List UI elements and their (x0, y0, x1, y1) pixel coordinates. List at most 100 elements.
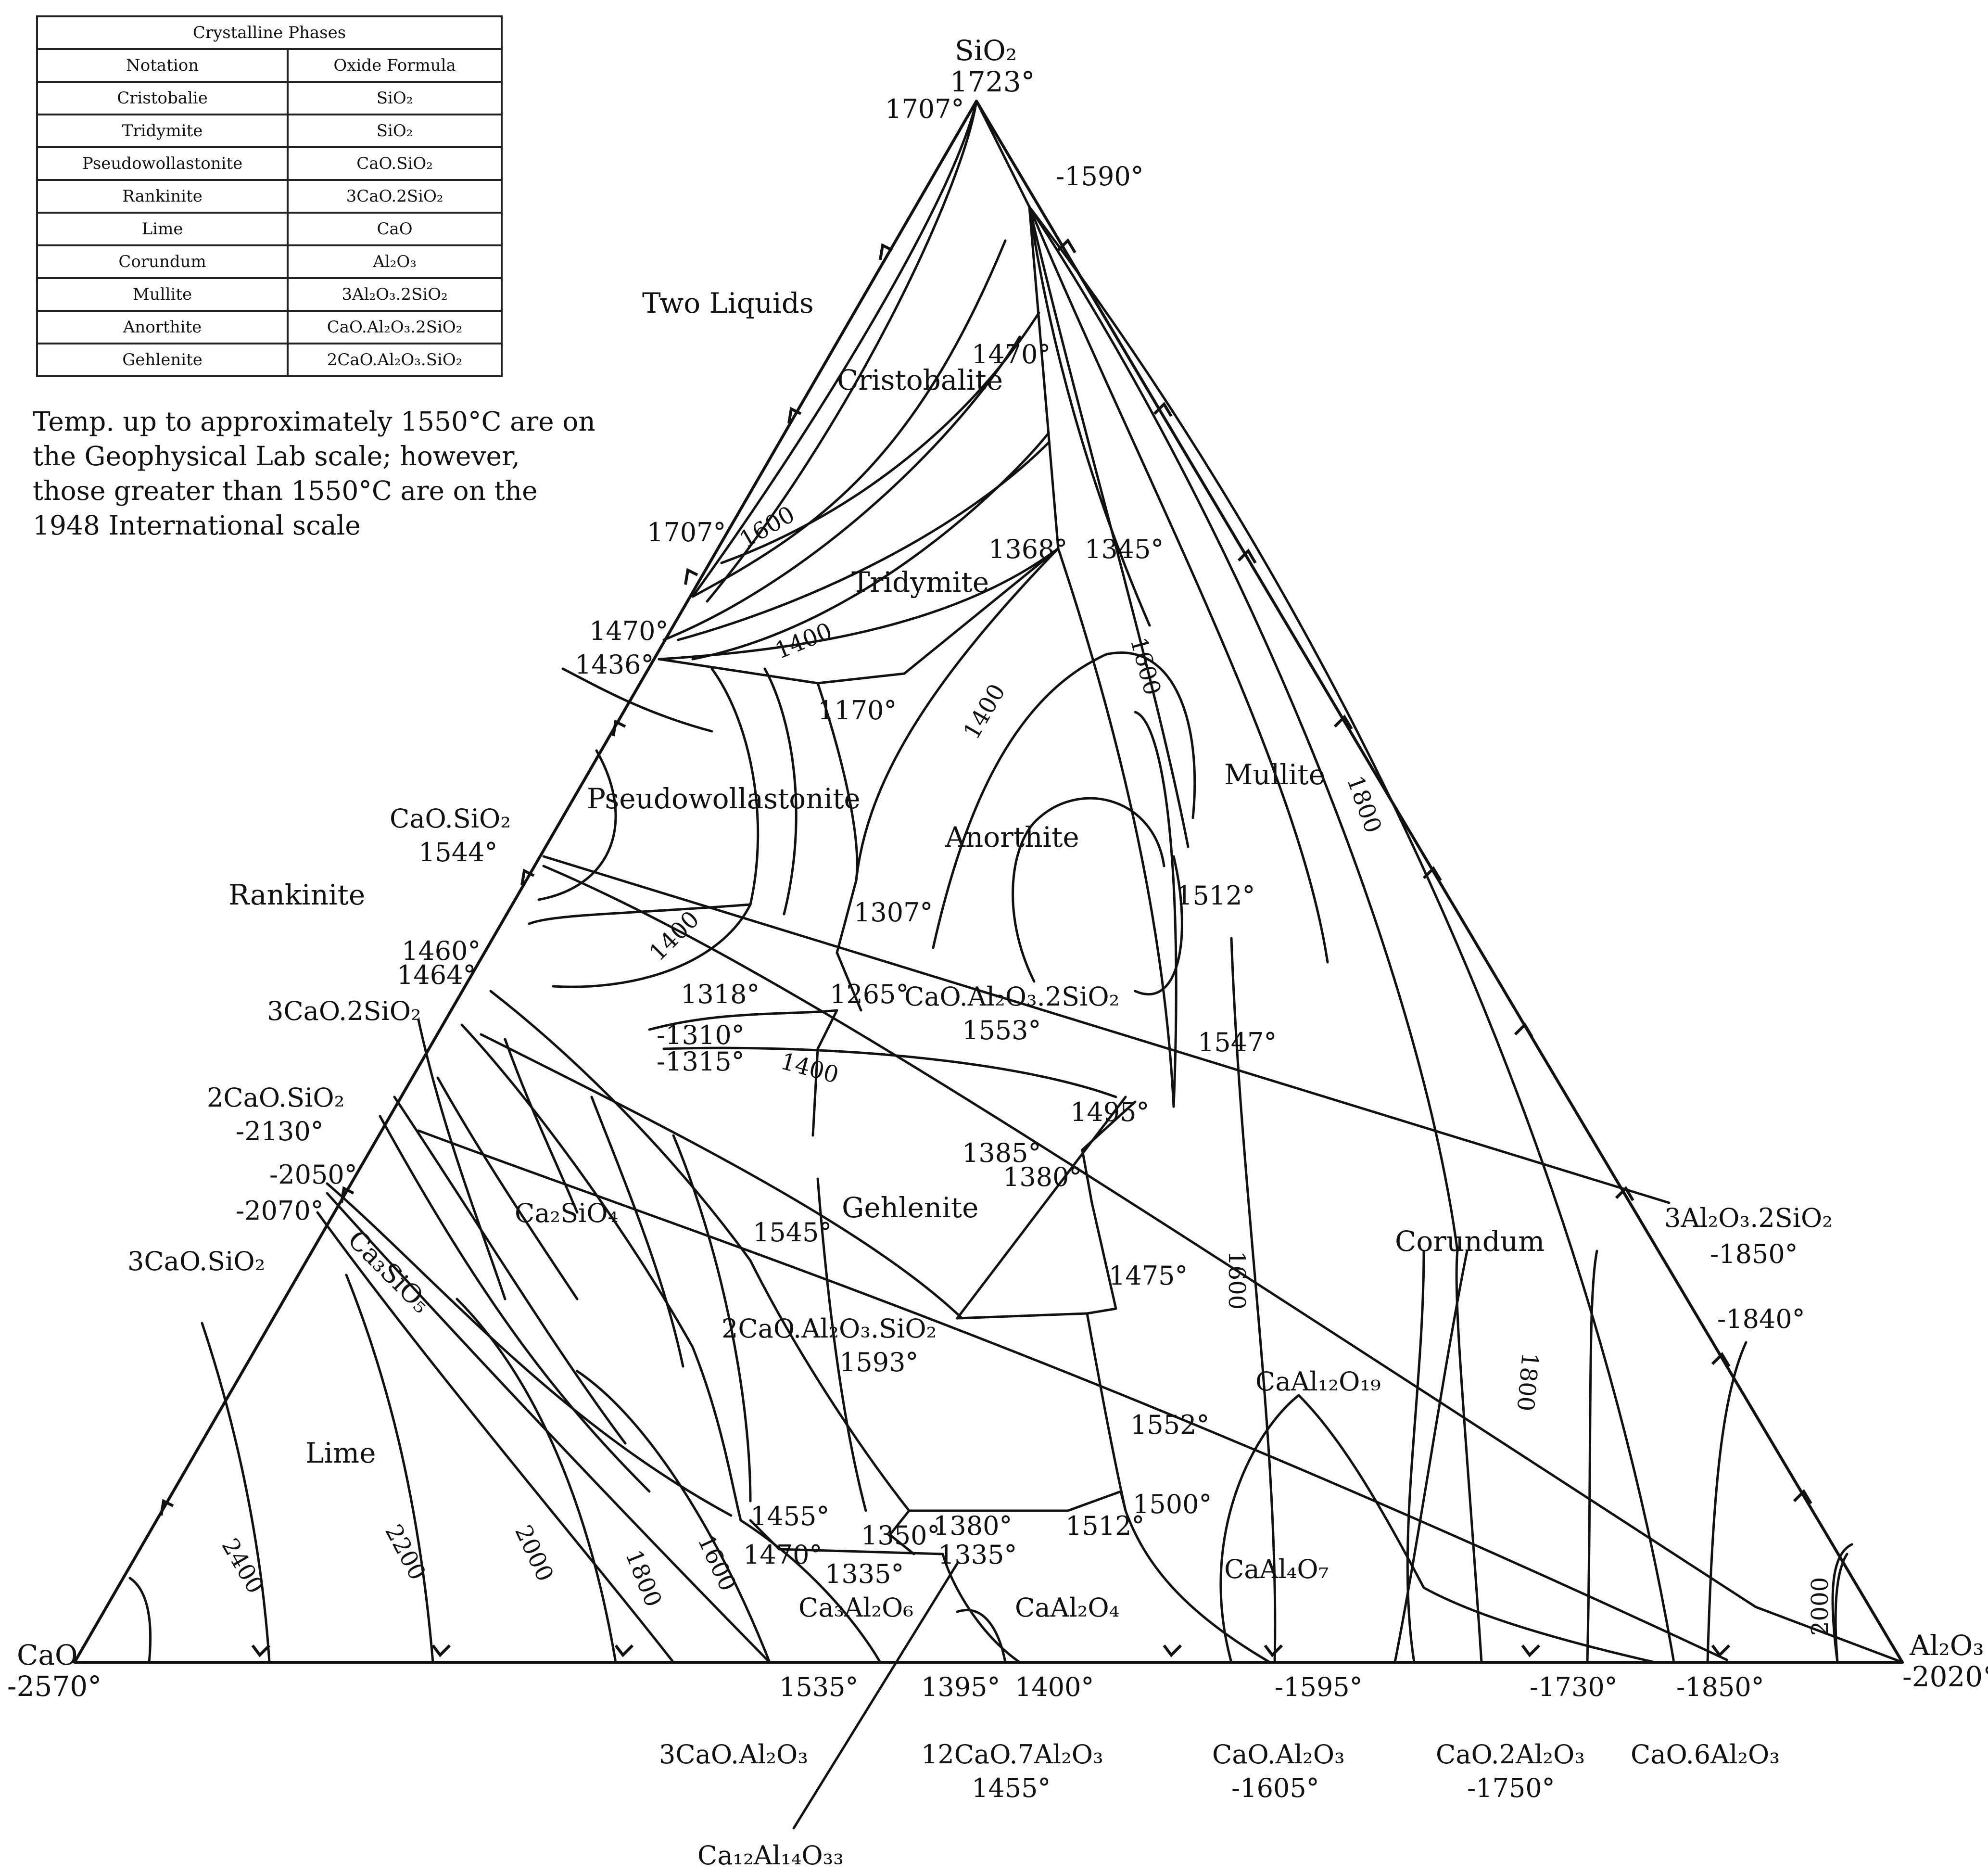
boundary-curve (888, 1490, 1127, 1555)
boundary-curve (316, 1211, 675, 1664)
compound-ca2-temp: -1750° (1467, 1773, 1555, 1803)
arrow-marker (1711, 1644, 1731, 1657)
label-caal4o7: CaAl₄O₇ (1224, 1554, 1329, 1584)
legend-notation: Lime (36, 212, 289, 246)
arrow-marker (612, 719, 626, 737)
boundary-curve (1124, 1509, 1271, 1664)
temp-label: 1170° (818, 695, 897, 726)
legend-formula: SiO₂ (287, 114, 503, 148)
temp-label: 1512° (1176, 880, 1255, 911)
boundary-curve (658, 547, 1060, 685)
legend-formula: 3Al₂O₃.2SiO₂ (287, 277, 503, 312)
boundary-curve (662, 1046, 1117, 1098)
compound-cs-temp: 1544° (418, 837, 497, 867)
temp-label: 1707° (885, 94, 964, 124)
isotherm-curve (576, 1370, 771, 1664)
arrow-marker (1163, 1644, 1182, 1657)
vertex-cao-temp: -2570° (7, 1670, 101, 1703)
temp-label: 1335° (825, 1559, 904, 1589)
temp-label: 1470° (743, 1540, 822, 1570)
compound-anorthite-name: CaO.Al₂O₃.2SiO₂ (904, 981, 1119, 1012)
boundary-curve (1134, 711, 1178, 1108)
temp-label: 1512° (1065, 1511, 1144, 1541)
legend-notation: Cristobalie (36, 81, 289, 115)
boundary-curve (1086, 1312, 1127, 1512)
isotherm-curve (561, 667, 713, 733)
temp-label: 1380° (1003, 1162, 1082, 1192)
arrow-marker (684, 568, 698, 585)
isotherm-curve (504, 1038, 579, 1214)
boundary-curve (1028, 205, 1675, 1664)
temp-label: 1307° (854, 897, 933, 928)
boundary-curve (1028, 205, 1459, 1252)
field-labels: Two Liquids Cristobalite Tridymite Pseud… (228, 287, 1545, 1623)
temp-label: 1350° (861, 1520, 940, 1551)
triangle-outline (73, 100, 1904, 1664)
temp-label: 1464° (397, 960, 476, 990)
vertex-sio2-temp: 1723° (950, 65, 1035, 98)
arrow-marker (1333, 714, 1353, 730)
temp-label: -2070° (236, 1196, 324, 1226)
compound-ca6-name: CaO.6Al₂O₃ (1631, 1739, 1780, 1770)
temp-label: 1400° (1015, 1672, 1094, 1702)
compound-ca2-name: CaO.2Al₂O₃ (1436, 1739, 1585, 1770)
compound-c12a14-name: Ca₁₂Al₁₄O₃₃ (697, 1840, 844, 1871)
arrow-marker (1422, 866, 1442, 881)
compound-c3s2-name: 3CaO.2SiO₂ (267, 996, 421, 1026)
label-ca2sio4: Ca₂SiO₄ (515, 1198, 618, 1228)
boundary-curve (1134, 855, 1183, 995)
vertex-labels: SiO₂ 1723° CaO -2570° Al₂O₃ -2020° (7, 34, 1988, 1703)
arrow-marker (1057, 238, 1076, 254)
arrow-marker (787, 407, 802, 424)
boundary-curve (658, 547, 1060, 661)
boundary-curve (1028, 205, 1329, 964)
isotherm-curve (816, 1177, 867, 1512)
compound-c3s-name: 3CaO.SiO₂ (127, 1246, 265, 1276)
isotherm-label: 1800 (1511, 1351, 1543, 1413)
temp-label: 1475° (1109, 1261, 1188, 1291)
isotherm-curve (345, 1274, 434, 1664)
compound-mullite-name: 3Al₂O₃.2SiO₂ (1664, 1203, 1833, 1233)
legend-notation: Tridymite (36, 114, 289, 148)
arrow-marker (340, 1186, 355, 1203)
label-lime: Lime (305, 1437, 376, 1469)
edge-arrow-markers (160, 238, 1812, 1657)
label-tridymite: Tridymite (851, 566, 989, 599)
temperature-scale-note: Temp. up to approximately 1550°C are on … (33, 406, 595, 541)
boundary-curve (1706, 1341, 1747, 1664)
boundary-curve (1406, 1249, 1425, 1664)
label-pseudowollastonite: Pseudowollastonite (587, 782, 861, 815)
label-caal12o19: CaAl₁₂O₁₉ (1255, 1366, 1381, 1397)
isotherm-label: 1600 (1125, 635, 1166, 698)
compound-cs-name: CaO.SiO₂ (390, 803, 511, 834)
temp-label: 1547° (1198, 1027, 1277, 1058)
vertex-al2o3-name: Al₂O₃ (1909, 1629, 1984, 1662)
isotherm-curve (436, 1076, 579, 1300)
vertex-sio2-name: SiO₂ (955, 34, 1017, 67)
temp-label: 1436° (575, 650, 654, 680)
boundary-curve (956, 1096, 1127, 1320)
temp-label: 1385° (962, 1138, 1041, 1168)
boundary-curve (1455, 1249, 1483, 1664)
isotherm-curve (763, 667, 798, 916)
isotherm-label: 2000 (1807, 1577, 1834, 1636)
legend-notation: Anorthite (36, 310, 289, 344)
temp-label: 1552° (1130, 1410, 1209, 1440)
arrow-marker (431, 1644, 451, 1657)
phases-table: Crystalline Phases Notation Oxide Formul… (36, 15, 503, 377)
isotherm-label: 2000 (509, 1521, 558, 1585)
boundary-curve (691, 100, 978, 598)
legend-formula: Al₂O₃ (287, 244, 503, 279)
label-two-liquids: Two Liquids (642, 287, 814, 319)
isotherm-curve (662, 335, 1021, 641)
temp-label: 1368° (988, 534, 1067, 564)
compound-gehlenite-name: 2CaO.Al₂O₃.SiO₂ (722, 1313, 937, 1344)
temp-label: -1310° (657, 1020, 745, 1050)
legend-notation: Mullite (36, 277, 289, 312)
legend-formula: CaO (287, 212, 503, 246)
compound-c12a7-temp: 1455° (972, 1773, 1051, 1803)
vertex-al2o3-temp: -2020° (1902, 1660, 1988, 1693)
boundary-curve (489, 990, 911, 1512)
